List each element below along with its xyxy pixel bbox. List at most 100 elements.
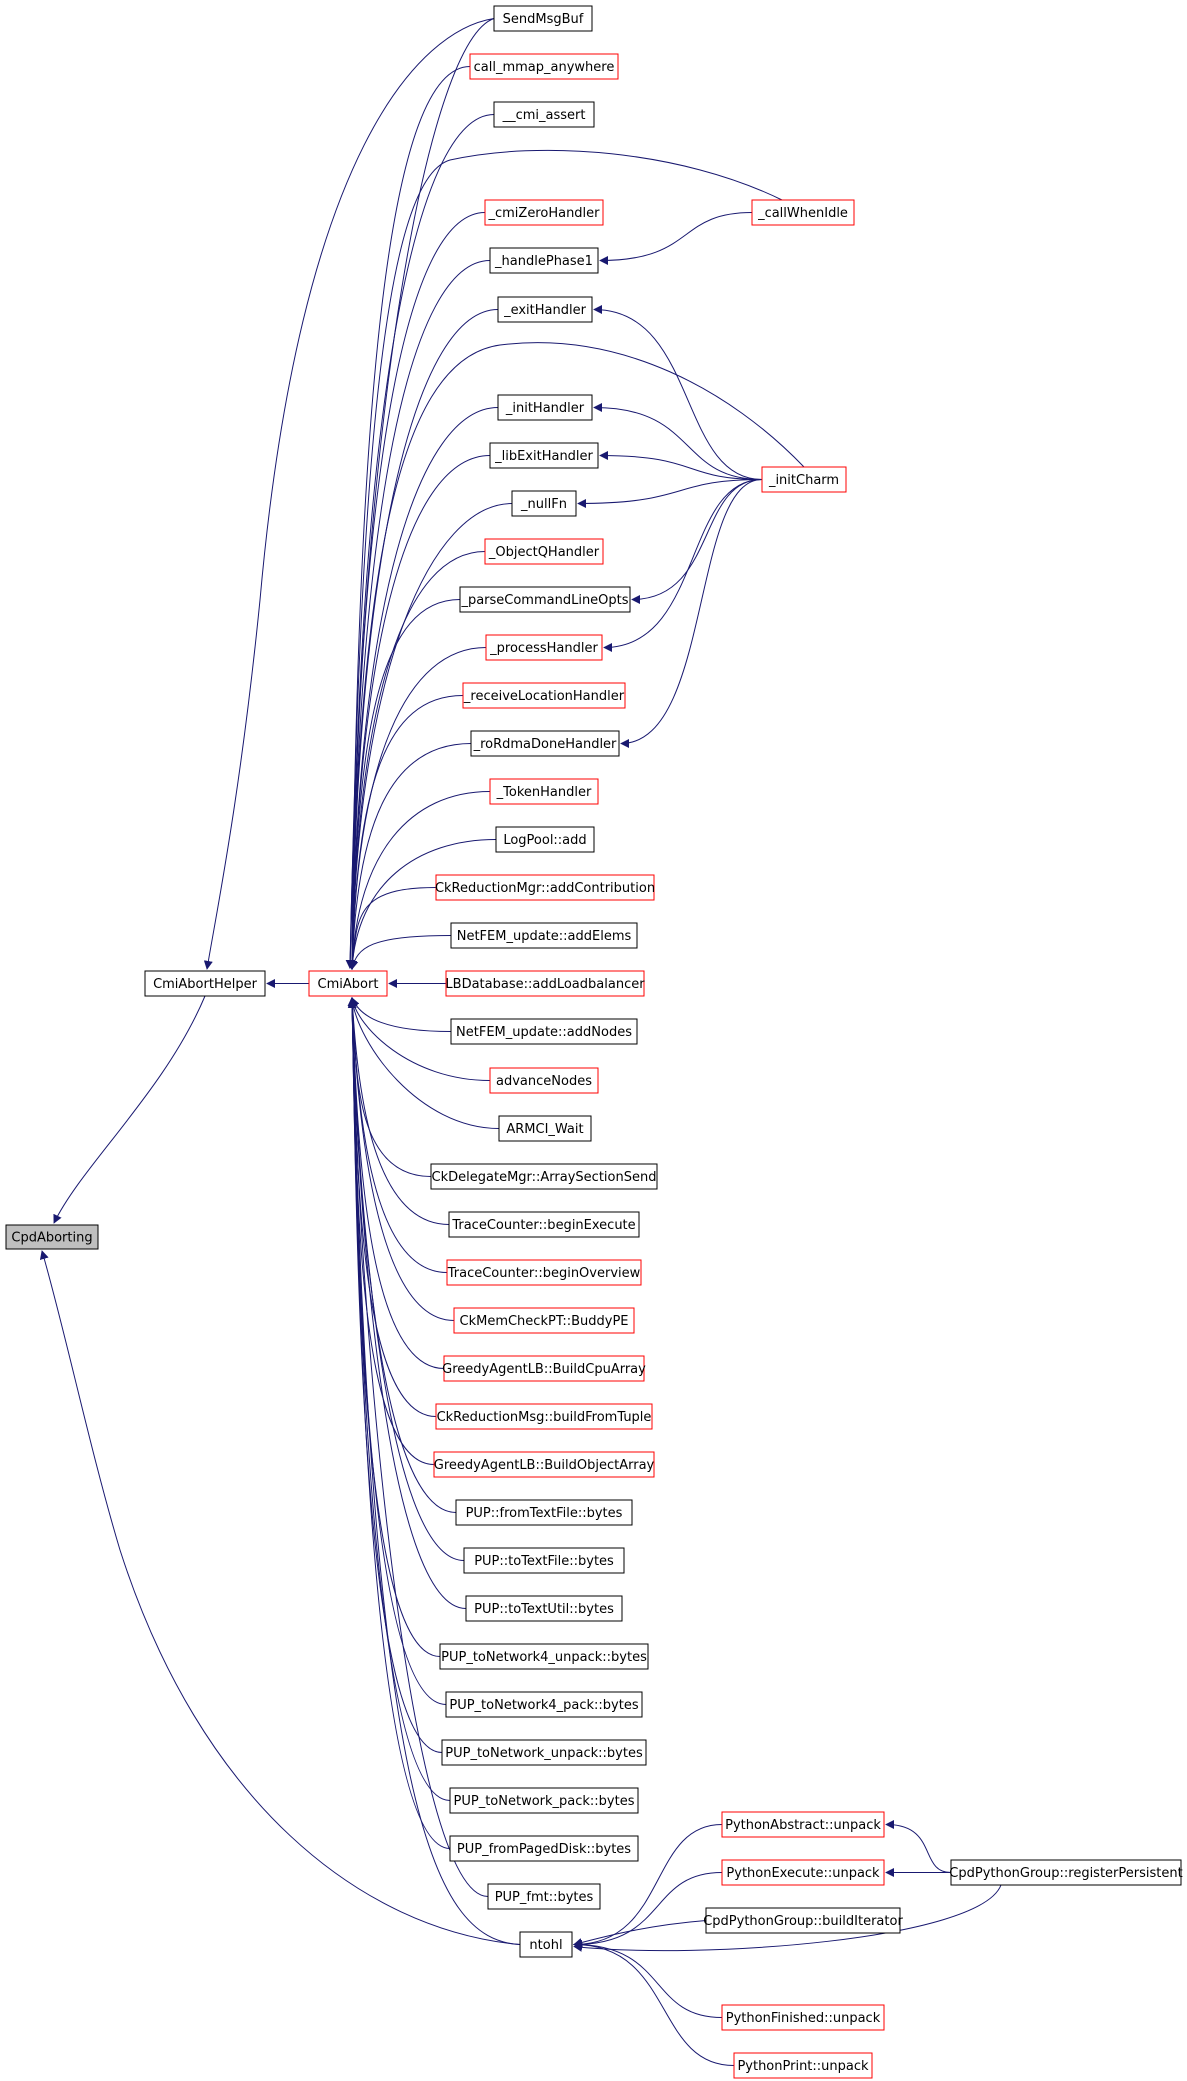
node-pup_tonetwork_pack_bytes[interactable]: PUP_toNetwork_pack::bytes (449, 1787, 639, 1814)
node-label: _receiveLocationHandler (463, 689, 625, 704)
node-ckdelegatemgr_arraysectionsend[interactable]: CkDelegateMgr::ArraySectionSend (430, 1163, 658, 1190)
node-pup_tonetwork4_unpack_bytes[interactable]: PUP_toNetwork4_unpack::bytes (439, 1643, 649, 1670)
node-label: TraceCounter::beginExecute (451, 1218, 635, 1233)
node-parsecommandlineopts[interactable]: _parseCommandLineOpts (459, 586, 631, 613)
node-callwhenidle[interactable]: _callWhenIdle (751, 199, 855, 226)
edge-tokenhandler-to-cmiabort (347, 791, 491, 970)
node-call_mmap_anywhere[interactable]: call_mmap_anywhere (469, 53, 619, 80)
node-nullfn[interactable]: _nullFn (511, 490, 577, 517)
node-objectqhandler[interactable]: _ObjectQHandler (484, 538, 604, 565)
node-pythonfinished_unpack[interactable]: PythonFinished::unpack (721, 2004, 885, 2031)
edge-initcharm-to-parsecommandlineopts (631, 479, 763, 604)
edge-ntohl-to-cpdaborting (39, 1250, 521, 1945)
node-label: NetFEM_update::addElems (457, 929, 632, 944)
node-cpdpythongroup_builditerator[interactable]: CpdPythonGroup::buildIterator (703, 1907, 903, 1934)
node-ckreductionmsg_buildfromtuple[interactable]: CkReductionMsg::buildFromTuple (435, 1403, 653, 1430)
node-label: PUP_toNetwork4_unpack::bytes (441, 1650, 647, 1665)
node-label: _roRdmaDoneHandler (473, 737, 617, 752)
node-label: _libExitHandler (494, 449, 593, 464)
node-pup_frompageddisk_bytes[interactable]: PUP_fromPagedDisk::bytes (449, 1835, 639, 1862)
node-rordmadonehandler[interactable]: _roRdmaDoneHandler (470, 730, 620, 757)
node-label: _ObjectQHandler (488, 545, 600, 560)
node-box (950, 1859, 1182, 1886)
edge-ckdelegatemgr_arraysectionsend-to-cmiabort (348, 997, 432, 1177)
edge-cpdpythongroup_registerpersistent-to-ntohl (573, 1884, 1002, 1952)
node-advancenodes[interactable]: advanceNodes (489, 1067, 599, 1094)
node-label: CkDelegateMgr::ArraySectionSend (432, 1170, 657, 1185)
node-netfem_update_addelems[interactable]: NetFEM_update::addElems (450, 922, 638, 949)
node-box (449, 1787, 639, 1814)
edge-initcharm-to-libexithandler (599, 451, 763, 480)
node-ckreductionmgr_addcontribution[interactable]: CkReductionMgr::addContribution (435, 874, 655, 901)
node-label: CmiAbort (318, 977, 379, 992)
node-label: CpdPythonGroup::registerPersistent (949, 1866, 1182, 1881)
node-processhandler[interactable]: _processHandler (485, 634, 603, 661)
node-tracecounter_beginexecute[interactable]: TraceCounter::beginExecute (448, 1211, 640, 1238)
node-cmi_assert[interactable]: __cmi_assert (493, 101, 595, 128)
node-cmiaborthelper[interactable]: CmiAbortHelper (144, 970, 266, 997)
node-box (495, 826, 595, 853)
node-box (497, 394, 593, 421)
edge-cmizerohandler-to-cmiabort (347, 212, 486, 970)
node-ntohl[interactable]: ntohl (519, 1931, 573, 1958)
node-label: SendMsgBuf (503, 12, 584, 27)
node-sendmsgbuf[interactable]: SendMsgBuf (493, 5, 593, 32)
node-exithandler[interactable]: _exitHandler (497, 296, 593, 323)
node-libexithandler[interactable]: _libExitHandler (489, 442, 599, 469)
node-box (485, 634, 603, 661)
edge-initcharm-to-cmiabort (345, 342, 805, 969)
node-pup_totextfile_bytes[interactable]: PUP::toTextFile::bytes (463, 1547, 625, 1574)
node-initcharm[interactable]: _initCharm (761, 466, 847, 493)
node-box (450, 1018, 638, 1045)
node-box (487, 1883, 601, 1910)
node-cpdaborting[interactable]: CpdAborting (5, 1224, 99, 1250)
node-pythonexecute_unpack[interactable]: PythonExecute::unpack (721, 1859, 885, 1886)
edge-cpdpythongroup_builditerator-to-ntohl (573, 1920, 707, 1947)
node-box (469, 53, 619, 80)
node-pup_totextutil_bytes[interactable]: PUP::toTextUtil::bytes (465, 1595, 623, 1622)
node-pup_fmt_bytes[interactable]: PUP_fmt::bytes (487, 1883, 601, 1910)
node-box (430, 1163, 658, 1190)
node-box (448, 1211, 640, 1238)
node-pup_tonetwork_unpack_bytes[interactable]: PUP_toNetwork_unpack::bytes (441, 1739, 647, 1766)
edge-pup_totextutil_bytes-to-cmiabort (347, 997, 467, 1609)
node-label: PythonAbstract::unpack (725, 1818, 881, 1833)
node-greedyagentlb_buildobjectarray[interactable]: GreedyAgentLB::BuildObjectArray (433, 1451, 655, 1478)
node-box (498, 1115, 592, 1142)
node-cmiabort[interactable]: CmiAbort (308, 970, 388, 997)
edge-tracecounter_beginexecute-to-cmiabort (348, 997, 450, 1225)
edge-callwhenidle-to-handlephase1 (599, 212, 753, 265)
node-armci_wait[interactable]: ARMCI_Wait (498, 1115, 592, 1142)
node-receivelocationhandler[interactable]: _receiveLocationHandler (462, 682, 626, 709)
node-ckmemcheckpt_buddype[interactable]: CkMemCheckPT::BuddyPE (453, 1307, 635, 1334)
node-inithandler[interactable]: _initHandler (497, 394, 593, 421)
node-pythonabstract_unpack[interactable]: PythonAbstract::unpack (721, 1811, 885, 1838)
node-tokenhandler[interactable]: _TokenHandler (489, 778, 599, 805)
node-handlephase1[interactable]: _handlePhase1 (489, 247, 599, 274)
node-tracecounter_beginoverview[interactable]: TraceCounter::beginOverview (446, 1259, 642, 1286)
edge-objectqhandler-to-cmiabort (347, 551, 486, 970)
node-lbdatabase_addloadbalancer[interactable]: LBDatabase::addLoadbalancer (445, 970, 645, 997)
edge-ckreductionmgr_addcontribution-to-cmiabort (348, 887, 437, 970)
node-box (721, 1859, 885, 1886)
node-pup_fromtextfile_bytes[interactable]: PUP::fromTextFile::bytes (455, 1499, 633, 1526)
node-pythonprint_unpack[interactable]: PythonPrint::unpack (733, 2052, 873, 2079)
node-box (489, 442, 599, 469)
node-label: PUP_fmt::bytes (495, 1890, 594, 1905)
node-box (489, 778, 599, 805)
node-box (484, 538, 604, 565)
node-cmizerohandler[interactable]: _cmiZeroHandler (484, 199, 604, 226)
edge-pythonfinished_unpack-to-ntohl (573, 1940, 723, 2018)
node-logpool_add[interactable]: LogPool::add (495, 826, 595, 853)
node-box (497, 296, 593, 323)
edge-pup_tonetwork4_pack_bytes-to-cmiabort (347, 997, 447, 1705)
edge-sendmsgbuf-to-cmiabort (345, 18, 495, 969)
node-cpdpythongroup_registerpersistent[interactable]: CpdPythonGroup::registerPersistent (949, 1859, 1183, 1886)
edge-initcharm-to-inithandler (593, 403, 763, 480)
node-greedyagentlb_buildcpuarray[interactable]: GreedyAgentLB::BuildCpuArray (442, 1355, 646, 1382)
node-label: ntohl (529, 1938, 562, 1953)
node-box (441, 1739, 647, 1766)
node-pup_tonetwork4_pack_bytes[interactable]: PUP_toNetwork4_pack::bytes (445, 1691, 643, 1718)
node-netfem_update_addnodes[interactable]: NetFEM_update::addNodes (450, 1018, 638, 1045)
node-box (446, 1259, 642, 1286)
